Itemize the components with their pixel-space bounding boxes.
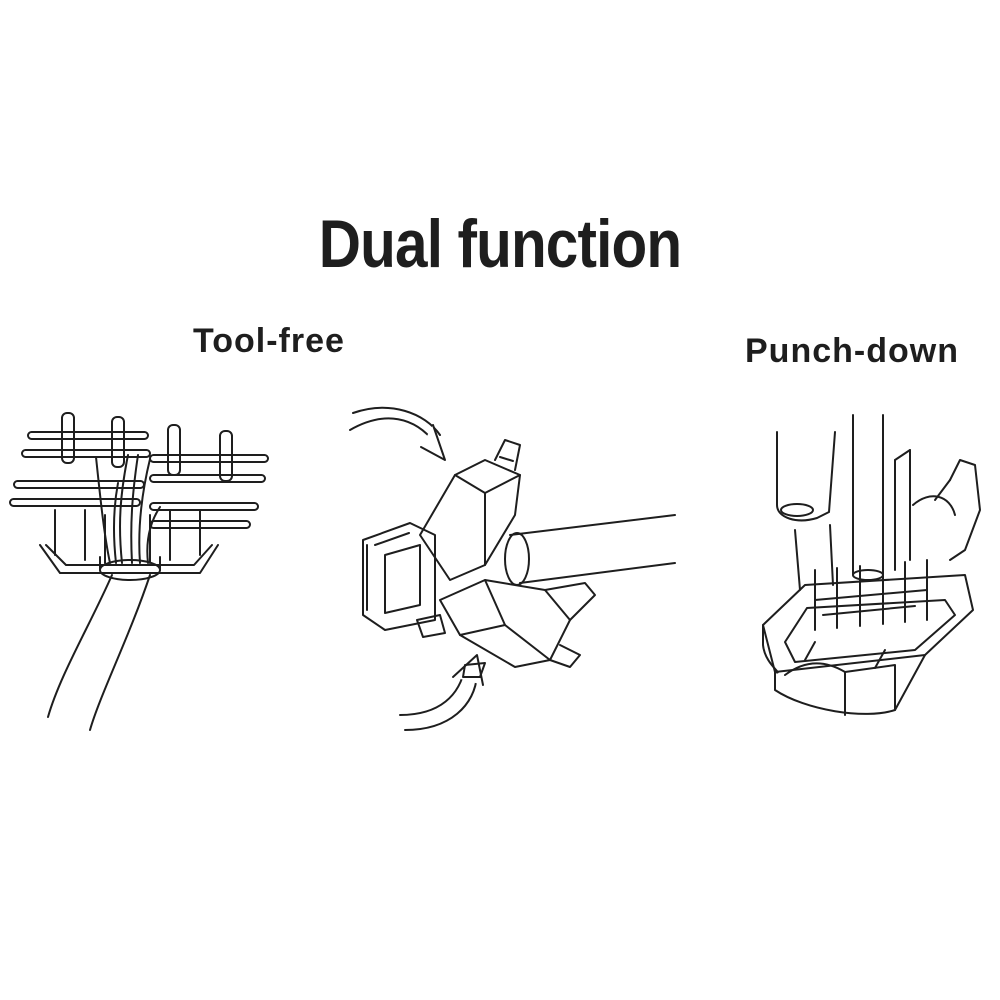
page-title: Dual function: [318, 206, 682, 282]
rotate-arrow-bottom-icon: [400, 655, 483, 730]
keystone-jack-illustration: [345, 405, 685, 735]
punch-down-illustration: [745, 410, 990, 730]
punch-down-label: Punch-down: [745, 332, 959, 370]
tool-free-label: Tool-free: [193, 322, 345, 360]
wire-comb-illustration: [0, 395, 290, 740]
rotate-arrow-top-icon: [350, 408, 445, 460]
